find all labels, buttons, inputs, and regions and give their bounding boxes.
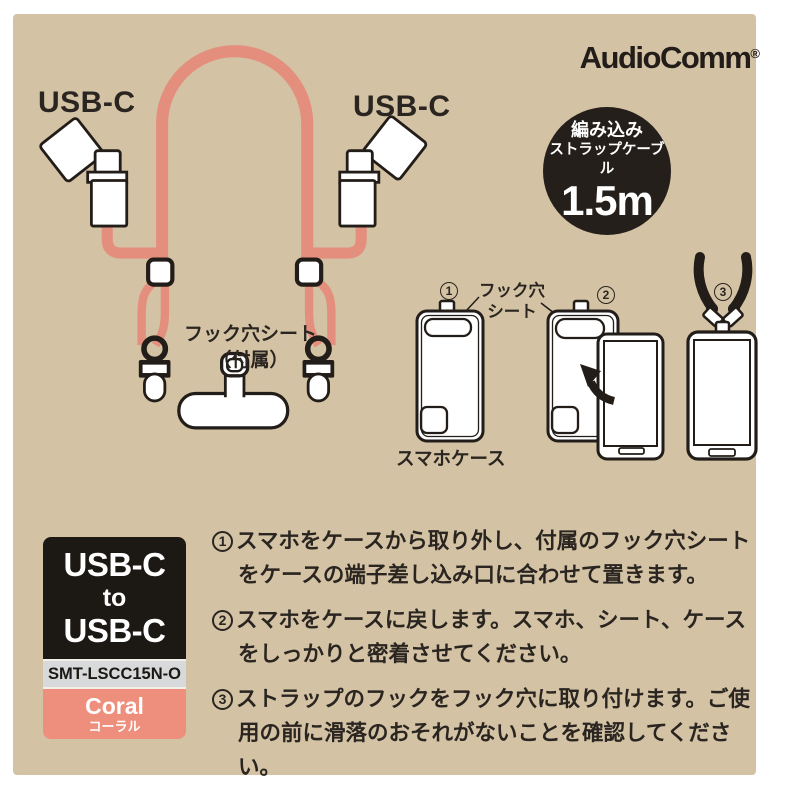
connector-cap-left xyxy=(39,117,105,183)
hook-sheet-caption: フック穴シート （付属） xyxy=(178,322,323,374)
case-step3 xyxy=(686,252,758,461)
strap-end-right xyxy=(728,252,753,314)
step-3-text: ストラップのフックをフック穴に取り付けます。ご使用の前に滑落のおそれがないことを… xyxy=(236,687,750,779)
phone2-home-slot xyxy=(618,447,645,455)
brand-name: AudioComm xyxy=(579,40,752,75)
connector-cap-right xyxy=(362,115,428,181)
strap-cable-diagram xyxy=(39,45,428,430)
strap-end-left xyxy=(693,252,718,314)
cable-arch xyxy=(156,45,314,265)
cable-strand-right-inner xyxy=(304,281,322,348)
figure-number-2: 2 xyxy=(597,286,615,304)
case-step1 xyxy=(415,299,485,443)
cable-strand-left-inner xyxy=(152,281,170,348)
hook-tip-right xyxy=(306,372,330,403)
case1-outline xyxy=(415,309,485,443)
case2-camera-hole xyxy=(550,405,580,435)
usb-c-connector-left xyxy=(39,117,129,228)
step-3-number: 3 xyxy=(212,688,233,710)
insert-arrow-shaft xyxy=(587,380,616,405)
phone3-home-slot xyxy=(708,448,736,457)
insert-arrow-head xyxy=(580,364,601,387)
case1-sheet xyxy=(423,317,473,338)
usb-c-label-right: USB-C xyxy=(353,90,451,123)
case1-inner-line xyxy=(420,314,480,438)
phone3-outline xyxy=(686,330,758,461)
connector-bottom: USB-C xyxy=(63,612,167,649)
hook-band-right xyxy=(306,364,331,374)
case2-sheet xyxy=(554,317,606,340)
brand-logo: AudioComm® xyxy=(545,40,760,76)
badge-line2: ストラップケーブル xyxy=(549,142,665,177)
divider xyxy=(43,659,186,661)
color-name-band: Coral コーラル xyxy=(43,689,186,739)
braided-cable-badge: 編み込み ストラップケーブル 1.5m xyxy=(543,107,671,235)
hook-ring-right xyxy=(304,335,332,363)
badge-length: 1.5m xyxy=(561,177,654,224)
usage-illustrations xyxy=(415,252,758,461)
hook-sheet-pointer-line1: フック穴 xyxy=(479,282,545,300)
usb-c-label-left: USB-C xyxy=(38,86,136,119)
registered-mark: ® xyxy=(750,46,760,61)
step-1-number: 1 xyxy=(212,530,233,552)
step-2-number: 2 xyxy=(212,609,233,631)
hook-band-left xyxy=(142,364,167,374)
sheet-tab-hole xyxy=(226,357,244,373)
strap-slider-right xyxy=(294,257,324,287)
figure-number-3: 3 xyxy=(714,283,732,301)
figure-number-1: 1 xyxy=(440,282,458,300)
case-step2 xyxy=(546,299,665,461)
hook-hole-sheet-illustration xyxy=(177,351,290,430)
hook-sheet-caption-line2: （付属） xyxy=(212,350,289,371)
badge-line1: 編み込み xyxy=(571,120,643,140)
divider xyxy=(43,687,186,689)
step-1-text: スマホをケースから取り外し、付属のフック穴シートをケースの端子差し込み口に合わせ… xyxy=(236,529,751,587)
usb-c-connector-right xyxy=(338,115,428,228)
cable-branch-left xyxy=(101,222,163,259)
color-name-en: Coral xyxy=(85,692,144,719)
strap-hook-right xyxy=(302,335,335,403)
strap-slider-left xyxy=(146,257,175,287)
connector-mid: to xyxy=(102,584,127,612)
connector-top: USB-C xyxy=(63,546,167,583)
cable-strand-right-outer xyxy=(315,278,336,346)
sheet-base xyxy=(177,391,290,430)
cable-branch-right xyxy=(307,222,367,259)
hook-ring-left xyxy=(141,335,169,363)
step-2-text: スマホをケースに戻します。スマホ、シート、ケースをしっかりと密着させてください。 xyxy=(236,608,746,666)
product-spec-box: USB-C to USB-C SMT-LSCC15N-O Coral コーラル xyxy=(43,537,186,739)
model-number-band: SMT-LSCC15N-O xyxy=(43,661,186,687)
color-name-jp: コーラル xyxy=(88,718,141,734)
hook-sheet-pointer-label: フック穴 シート xyxy=(474,281,550,323)
hook-sheet-caption-line1: フック穴シート xyxy=(183,324,317,345)
connector-body-right xyxy=(338,179,377,228)
hook-sheet-pointer-line2: シート xyxy=(487,303,537,321)
connector-body-left xyxy=(90,179,129,228)
hook-tip-left xyxy=(143,372,167,403)
phone3-screen xyxy=(693,339,751,446)
case1-camera-hole xyxy=(419,405,449,435)
strap-hook-left xyxy=(138,335,171,403)
connector-type-box: USB-C to USB-C xyxy=(43,537,186,659)
phone-case-label: スマホケース xyxy=(396,448,506,469)
